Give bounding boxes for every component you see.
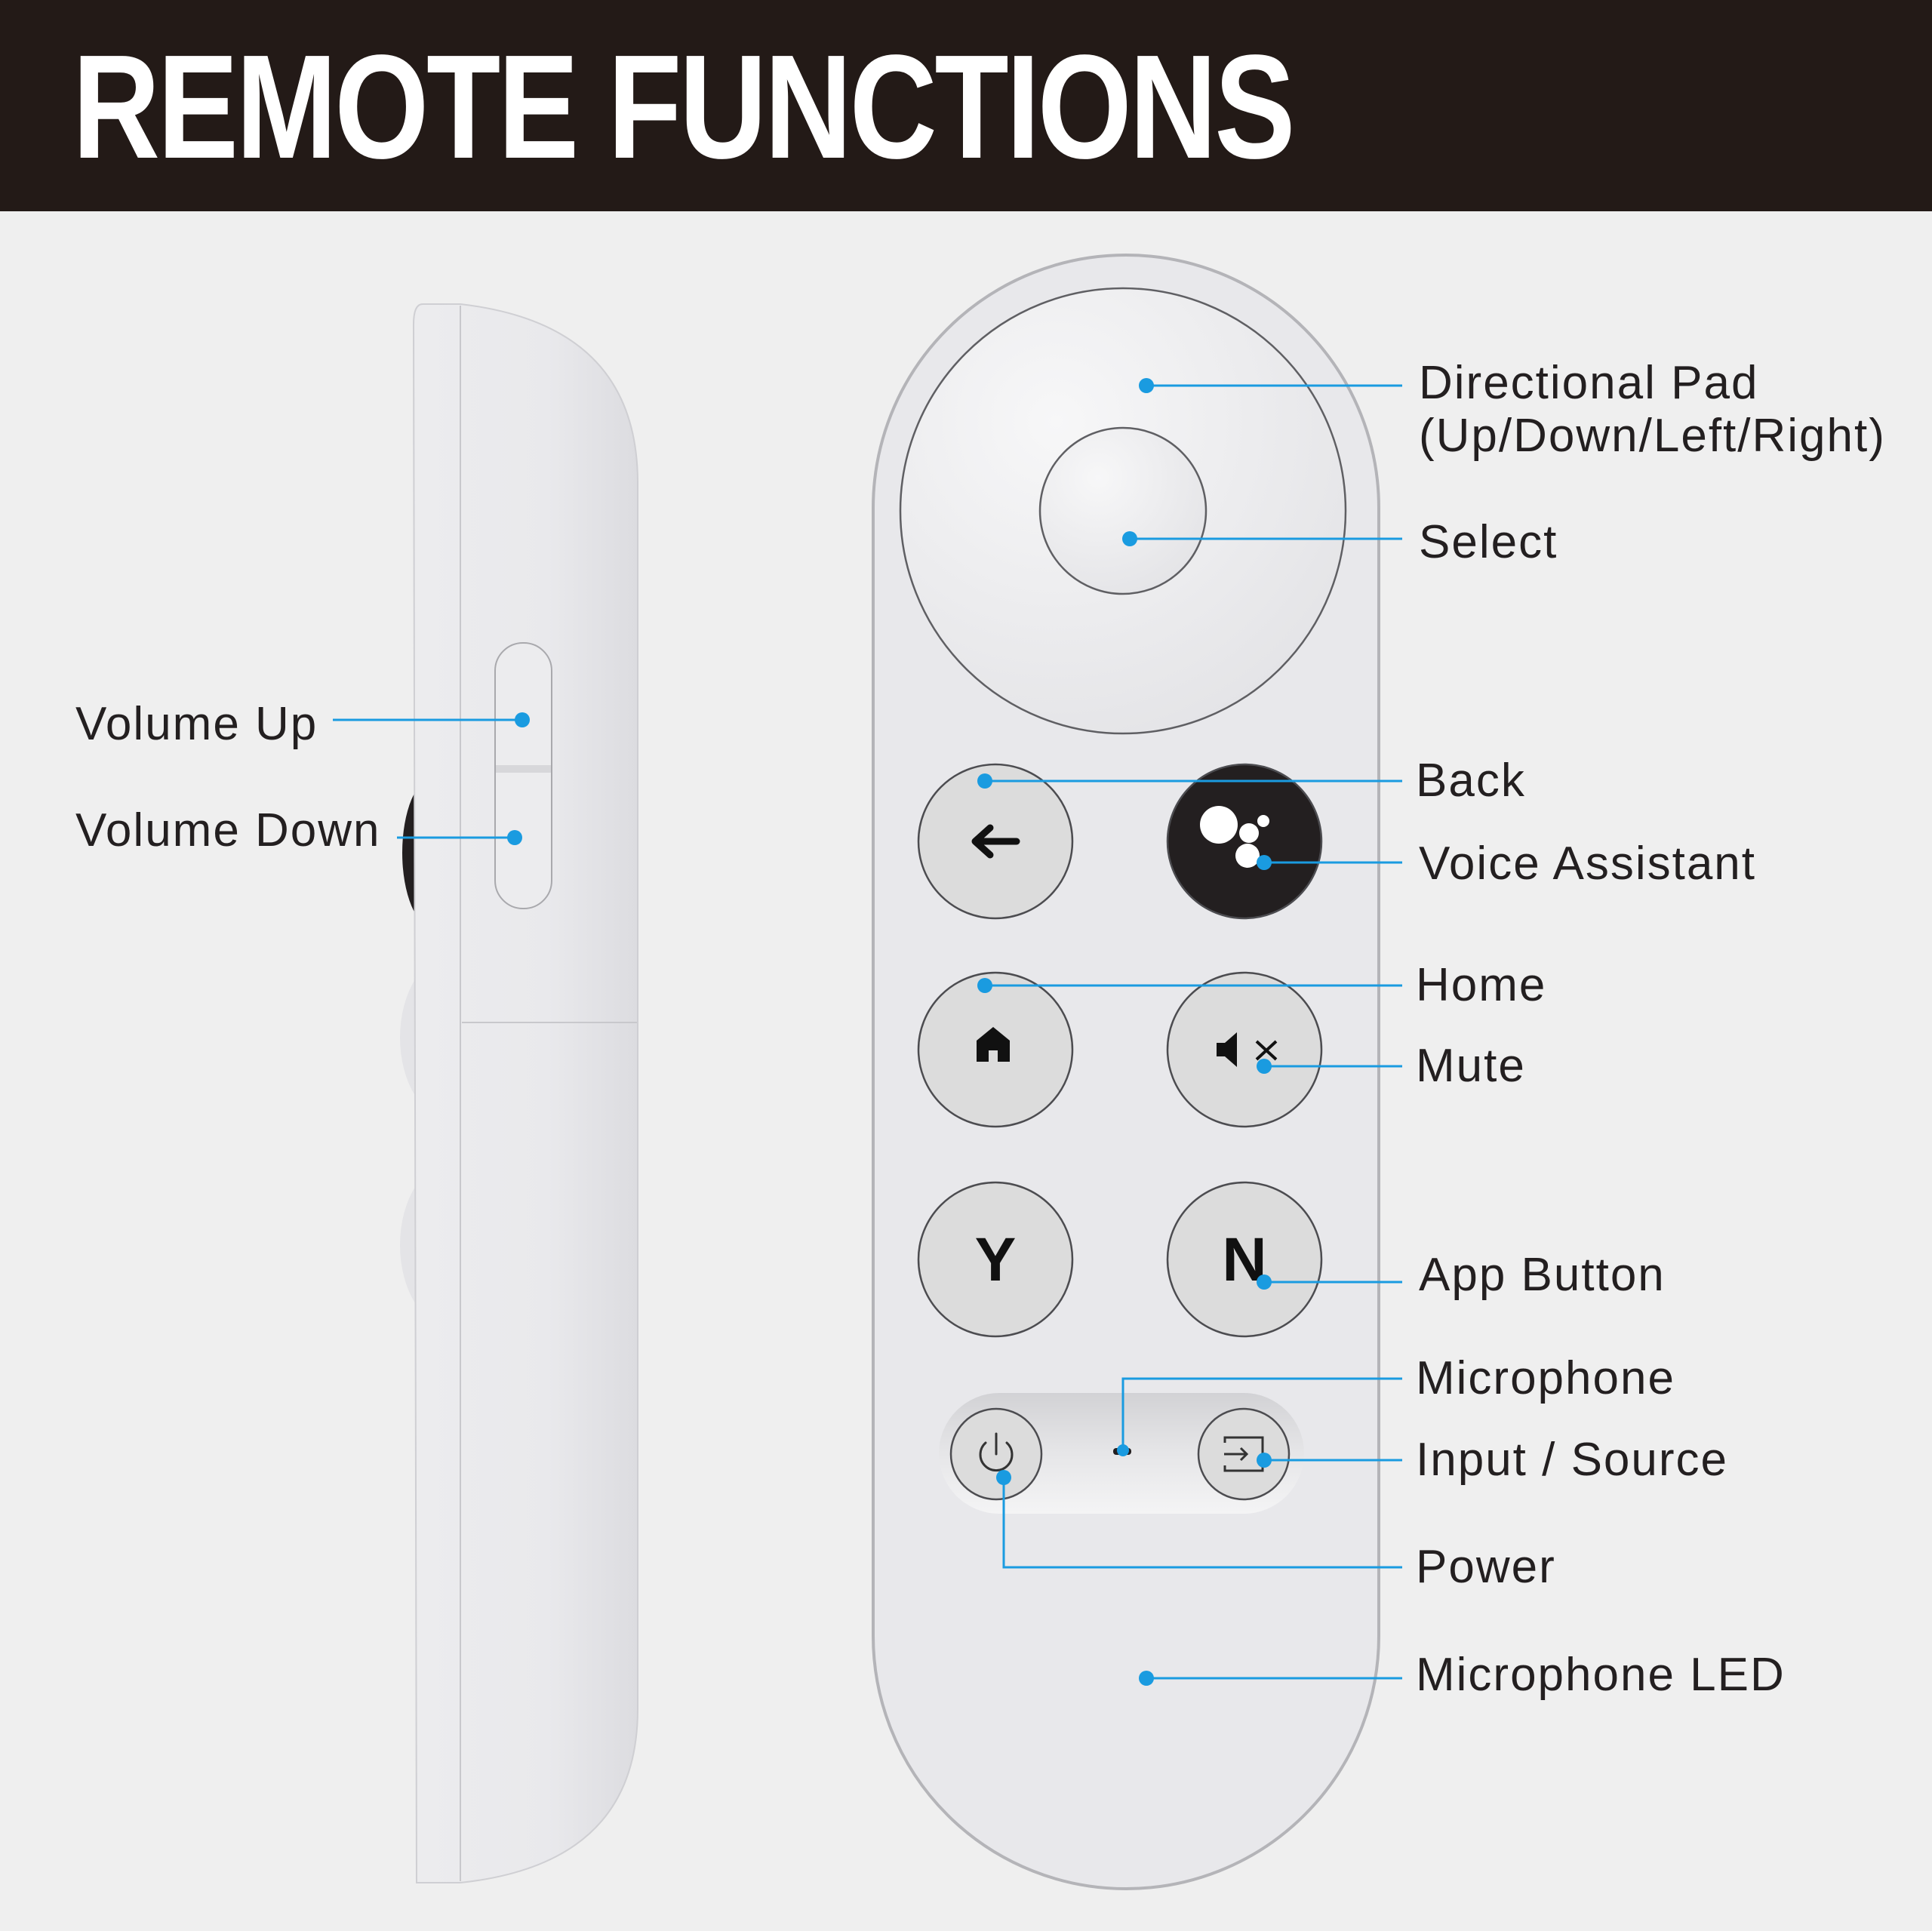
- dot-input-source: [1257, 1453, 1272, 1468]
- label-volume-up: Volume Up: [75, 698, 318, 750]
- label-mute: Mute: [1416, 1040, 1526, 1092]
- label-select: Select: [1419, 516, 1558, 568]
- input-source-button[interactable]: [1197, 1407, 1291, 1501]
- dot-microphone: [1117, 1444, 1129, 1456]
- home-button[interactable]: [917, 971, 1074, 1128]
- label-home: Home: [1416, 959, 1547, 1011]
- power-button[interactable]: [949, 1407, 1043, 1501]
- header-bar: REMOTE FUNCTIONS: [0, 0, 1932, 211]
- dot-select: [1122, 531, 1137, 546]
- remote-front-view: Y N: [872, 254, 1380, 1890]
- leader-power: [1002, 1477, 1402, 1569]
- page-title: REMOTE FUNCTIONS: [72, 24, 1295, 189]
- y-button[interactable]: Y: [917, 1181, 1074, 1338]
- label-power: Power: [1416, 1541, 1556, 1593]
- dot-app-button: [1257, 1275, 1272, 1290]
- dot-mute: [1257, 1059, 1272, 1074]
- house-icon: [977, 1027, 1010, 1062]
- app-button-n[interactable]: N: [1166, 1181, 1323, 1338]
- dot-dpad: [1139, 378, 1154, 393]
- speaker-mute-icon: [1217, 1032, 1278, 1067]
- label-directional-pad: Directional Pad: [1419, 357, 1759, 409]
- label-voice-assistant: Voice Assistant: [1419, 838, 1757, 890]
- leader-lines: [333, 384, 1402, 1680]
- voice-assistant-button[interactable]: [1166, 763, 1323, 920]
- assistant-dots-icon: [1200, 806, 1269, 868]
- dot-back: [977, 773, 992, 789]
- dot-volume-down: [507, 830, 522, 845]
- y-button-letter: Y: [975, 1225, 1017, 1294]
- remote-side-view: [400, 303, 638, 1883]
- label-input-source: Input / Source: [1416, 1434, 1729, 1486]
- leader-dots: [507, 378, 1272, 1686]
- volume-rocker: [494, 642, 552, 909]
- label-back: Back: [1416, 755, 1526, 807]
- arrow-left-icon: [971, 824, 1020, 859]
- select-button[interactable]: [1038, 426, 1208, 595]
- leader-microphone: [1121, 1377, 1402, 1450]
- volume-rocker-divider: [496, 765, 551, 773]
- dot-voice-assistant: [1257, 855, 1272, 870]
- back-button[interactable]: [917, 763, 1074, 920]
- label-microphone-led: Microphone LED: [1416, 1649, 1786, 1701]
- label-directional-pad-detail: (Up/Down/Left/Right): [1419, 410, 1886, 462]
- mute-button[interactable]: [1166, 971, 1323, 1128]
- side-body: [412, 303, 638, 1883]
- dot-home: [977, 978, 992, 993]
- dot-microphone-led: [1139, 1671, 1154, 1686]
- label-microphone: Microphone: [1416, 1352, 1675, 1404]
- label-app-button: App Button: [1419, 1249, 1666, 1301]
- label-volume-down: Volume Down: [75, 804, 381, 856]
- dot-volume-up: [515, 712, 530, 727]
- power-icon: [979, 1432, 1014, 1472]
- dot-power: [996, 1470, 1011, 1485]
